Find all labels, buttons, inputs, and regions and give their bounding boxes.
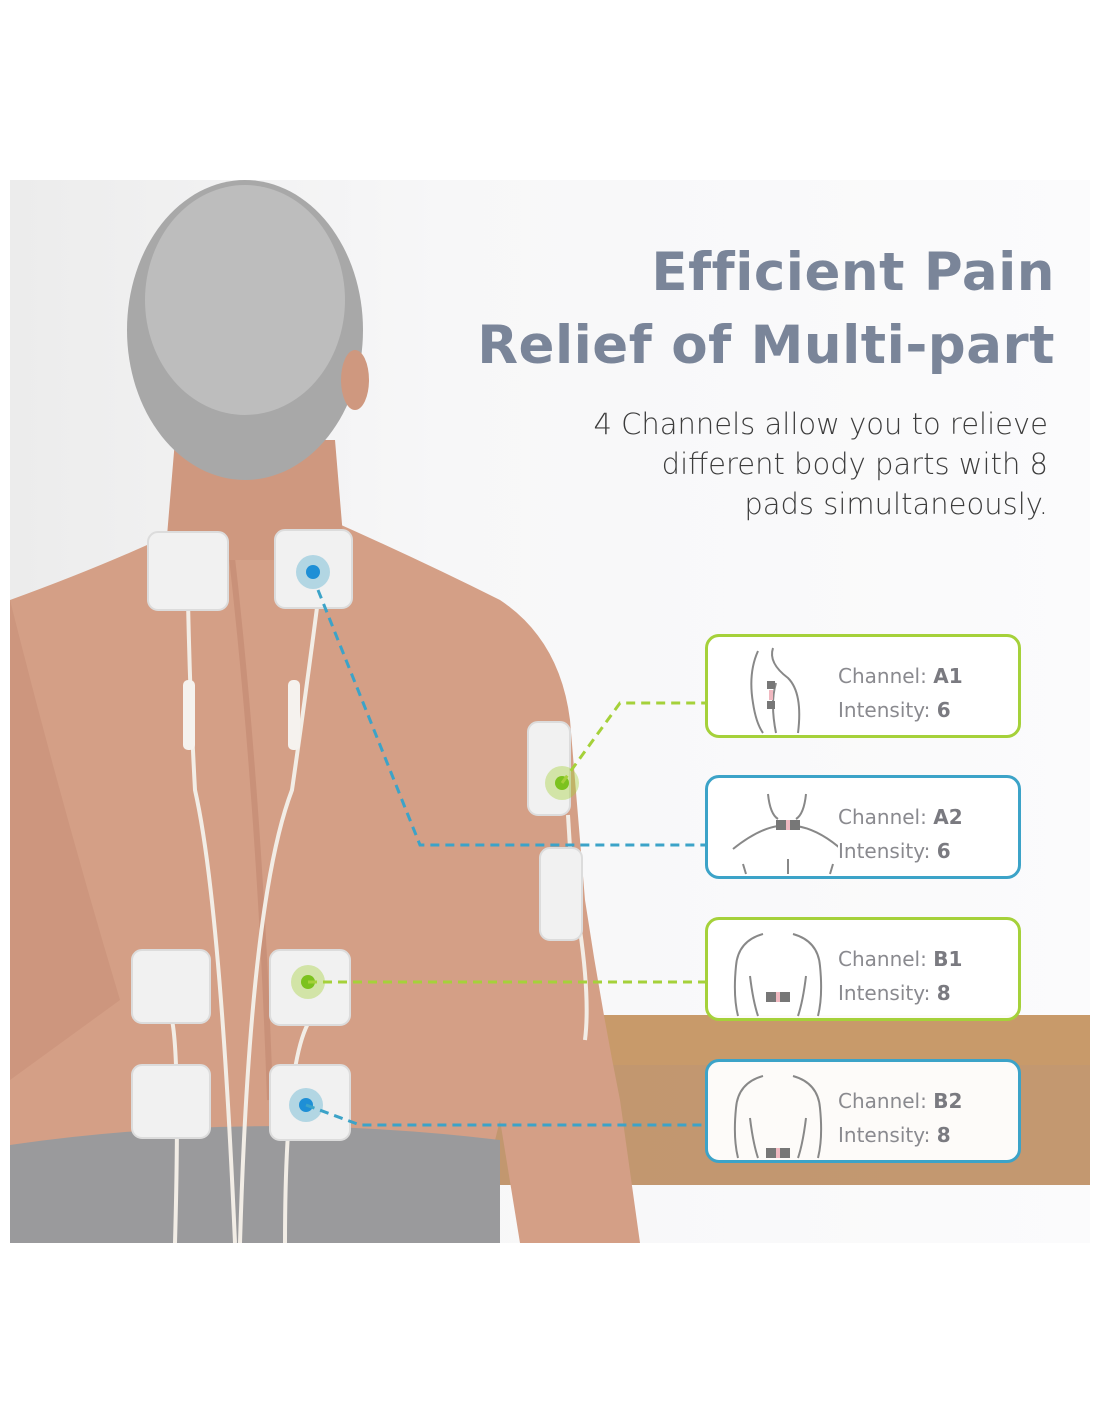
subtitle: 4 Channels allow you to relieve differen… — [593, 404, 1048, 524]
man-back-illustration — [10, 180, 1090, 1243]
channel-value: A2 — [933, 805, 963, 829]
channel-value: A1 — [933, 664, 963, 688]
intensity-label: Intensity: — [838, 1123, 931, 1147]
channel-label: Channel: — [838, 805, 927, 829]
intensity-value: 8 — [936, 1123, 951, 1147]
headline: Efficient Pain Relief of Multi-part — [477, 236, 1055, 382]
arm-outline-icon — [750, 647, 801, 734]
channel-label: Channel: — [838, 1089, 927, 1113]
headline-line-1: Efficient Pain — [651, 242, 1055, 303]
ear — [341, 350, 369, 410]
channel-value: B2 — [933, 1089, 963, 1113]
intensity-label: Intensity: — [838, 981, 931, 1005]
subtitle-line-3: pads simultaneously. — [744, 487, 1048, 521]
subtitle-line-2: different body parts with 8 — [661, 447, 1048, 481]
intensity-label: Intensity: — [838, 698, 931, 722]
intensity-value: 6 — [936, 839, 951, 863]
grey-pants — [10, 1126, 500, 1243]
neck-outline-icon — [732, 793, 838, 875]
intensity-value: 8 — [936, 981, 951, 1005]
intensity-label: Intensity: — [838, 839, 931, 863]
headline-line-2: Relief of Multi-part — [477, 315, 1055, 376]
channel-label: Channel: — [838, 947, 927, 971]
lower-back-outline-icon — [733, 1075, 823, 1159]
channel-value: B1 — [933, 947, 963, 971]
intensity-value: 6 — [936, 698, 951, 722]
connector-lines — [305, 589, 705, 1127]
subtitle-line-1: 4 Channels allow you to relieve — [593, 407, 1048, 441]
channel-label: Channel: — [838, 664, 927, 688]
back-skin — [10, 520, 640, 1243]
back-outline-icon — [733, 933, 823, 1017]
